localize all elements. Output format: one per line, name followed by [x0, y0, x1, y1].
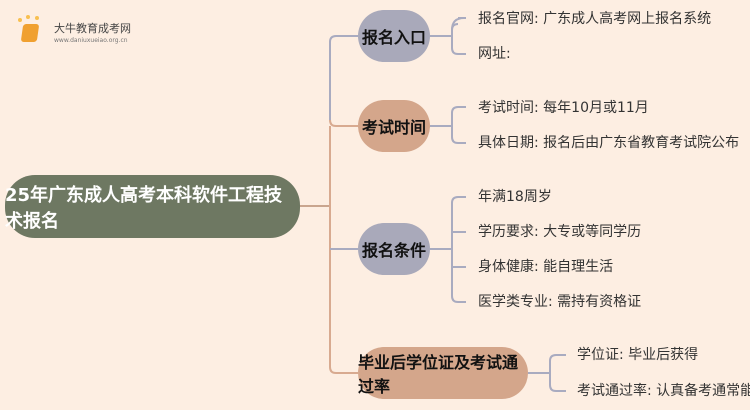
leaf: 考试时间: 每年10月或11月 — [478, 100, 649, 116]
leaf: 网址: — [478, 46, 511, 62]
leaf: 身体健康: 能自理生活 — [478, 259, 614, 275]
leaf: 学历要求: 大专或等同学历 — [478, 224, 642, 240]
leaf: 报名官网: 广东成人高考网上报名系统 — [478, 11, 712, 27]
leaf: 年满18周岁 — [478, 189, 552, 205]
leaf: 医学类专业: 需持有资格证 — [478, 294, 642, 310]
branch-degree-pass-rate: 毕业后学位证及考试通过率 — [358, 347, 528, 399]
branch-requirements: 报名条件 — [358, 223, 430, 275]
leaf: 考试通过率: 认真备考通常能通过 — [577, 383, 750, 399]
leaf: 学位证: 毕业后获得 — [577, 347, 699, 363]
logo-name: 大牛教育成考网 — [54, 22, 131, 35]
root-node: 25年广东成人高考本科软件工程技术报名 — [5, 175, 300, 238]
logo-url: www.daniuxueiao.org.cn — [54, 37, 128, 44]
branch-registration-entry: 报名入口 — [358, 10, 430, 62]
branch-exam-time: 考试时间 — [358, 100, 430, 152]
leaf: 具体日期: 报名后由广东省教育考试院公布 — [478, 135, 740, 151]
